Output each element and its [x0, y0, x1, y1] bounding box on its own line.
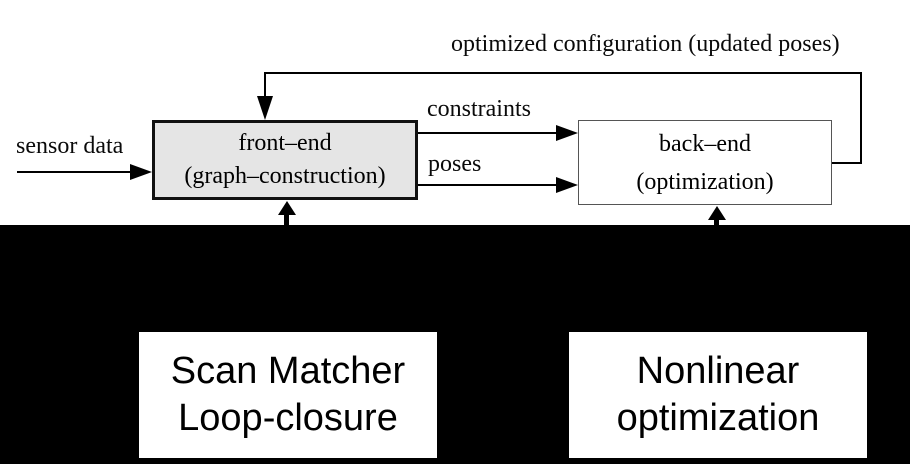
feedback-arrowhead-icon	[257, 96, 273, 120]
backend-up-arrowhead-icon	[708, 206, 726, 220]
backend-up-arrow-shaft	[714, 215, 719, 225]
frontend-up-arrowhead-icon	[278, 201, 296, 215]
feedback-line-stub-segment	[832, 162, 862, 164]
back-end-subtitle: (optimization)	[636, 168, 774, 195]
constraints-arrowhead-icon	[556, 125, 578, 141]
constraints-label: constraints	[427, 96, 531, 122]
nonlinear-line2: optimization	[616, 397, 820, 439]
feedback-line-right-segment	[860, 72, 862, 164]
front-end-subtitle: (graph–construction)	[184, 163, 386, 189]
scan-matcher-line2: Loop-closure	[178, 397, 398, 439]
nonlinear-line1: Nonlinear	[636, 350, 800, 392]
sensor-data-label: sensor data	[16, 133, 124, 159]
constraints-arrow-shaft	[418, 132, 558, 134]
scan-matcher-box: Scan Matcher Loop-closure	[139, 332, 437, 458]
scan-matcher-line1: Scan Matcher	[170, 350, 406, 392]
black-overlay-band: Scan Matcher Loop-closure Nonlinear opti…	[0, 225, 910, 464]
feedback-line-down-shaft	[264, 72, 266, 102]
sensor-arrow-shaft	[17, 171, 133, 173]
sensor-arrowhead-icon	[130, 164, 152, 180]
front-end-title: front–end	[238, 130, 332, 156]
back-end-node: back–end (optimization)	[578, 120, 832, 205]
poses-arrow-shaft	[418, 184, 558, 186]
front-end-node: front–end (graph–construction)	[152, 120, 418, 200]
poses-arrowhead-icon	[556, 177, 578, 193]
nonlinear-optimization-box: Nonlinear optimization	[569, 332, 867, 458]
poses-label: poses	[428, 151, 482, 177]
feedback-line-top-segment	[264, 72, 862, 74]
back-end-title: back–end	[659, 130, 751, 157]
optimized-configuration-label: optimized configuration (updated poses)	[451, 31, 840, 57]
frontend-up-arrow-shaft	[284, 212, 289, 225]
